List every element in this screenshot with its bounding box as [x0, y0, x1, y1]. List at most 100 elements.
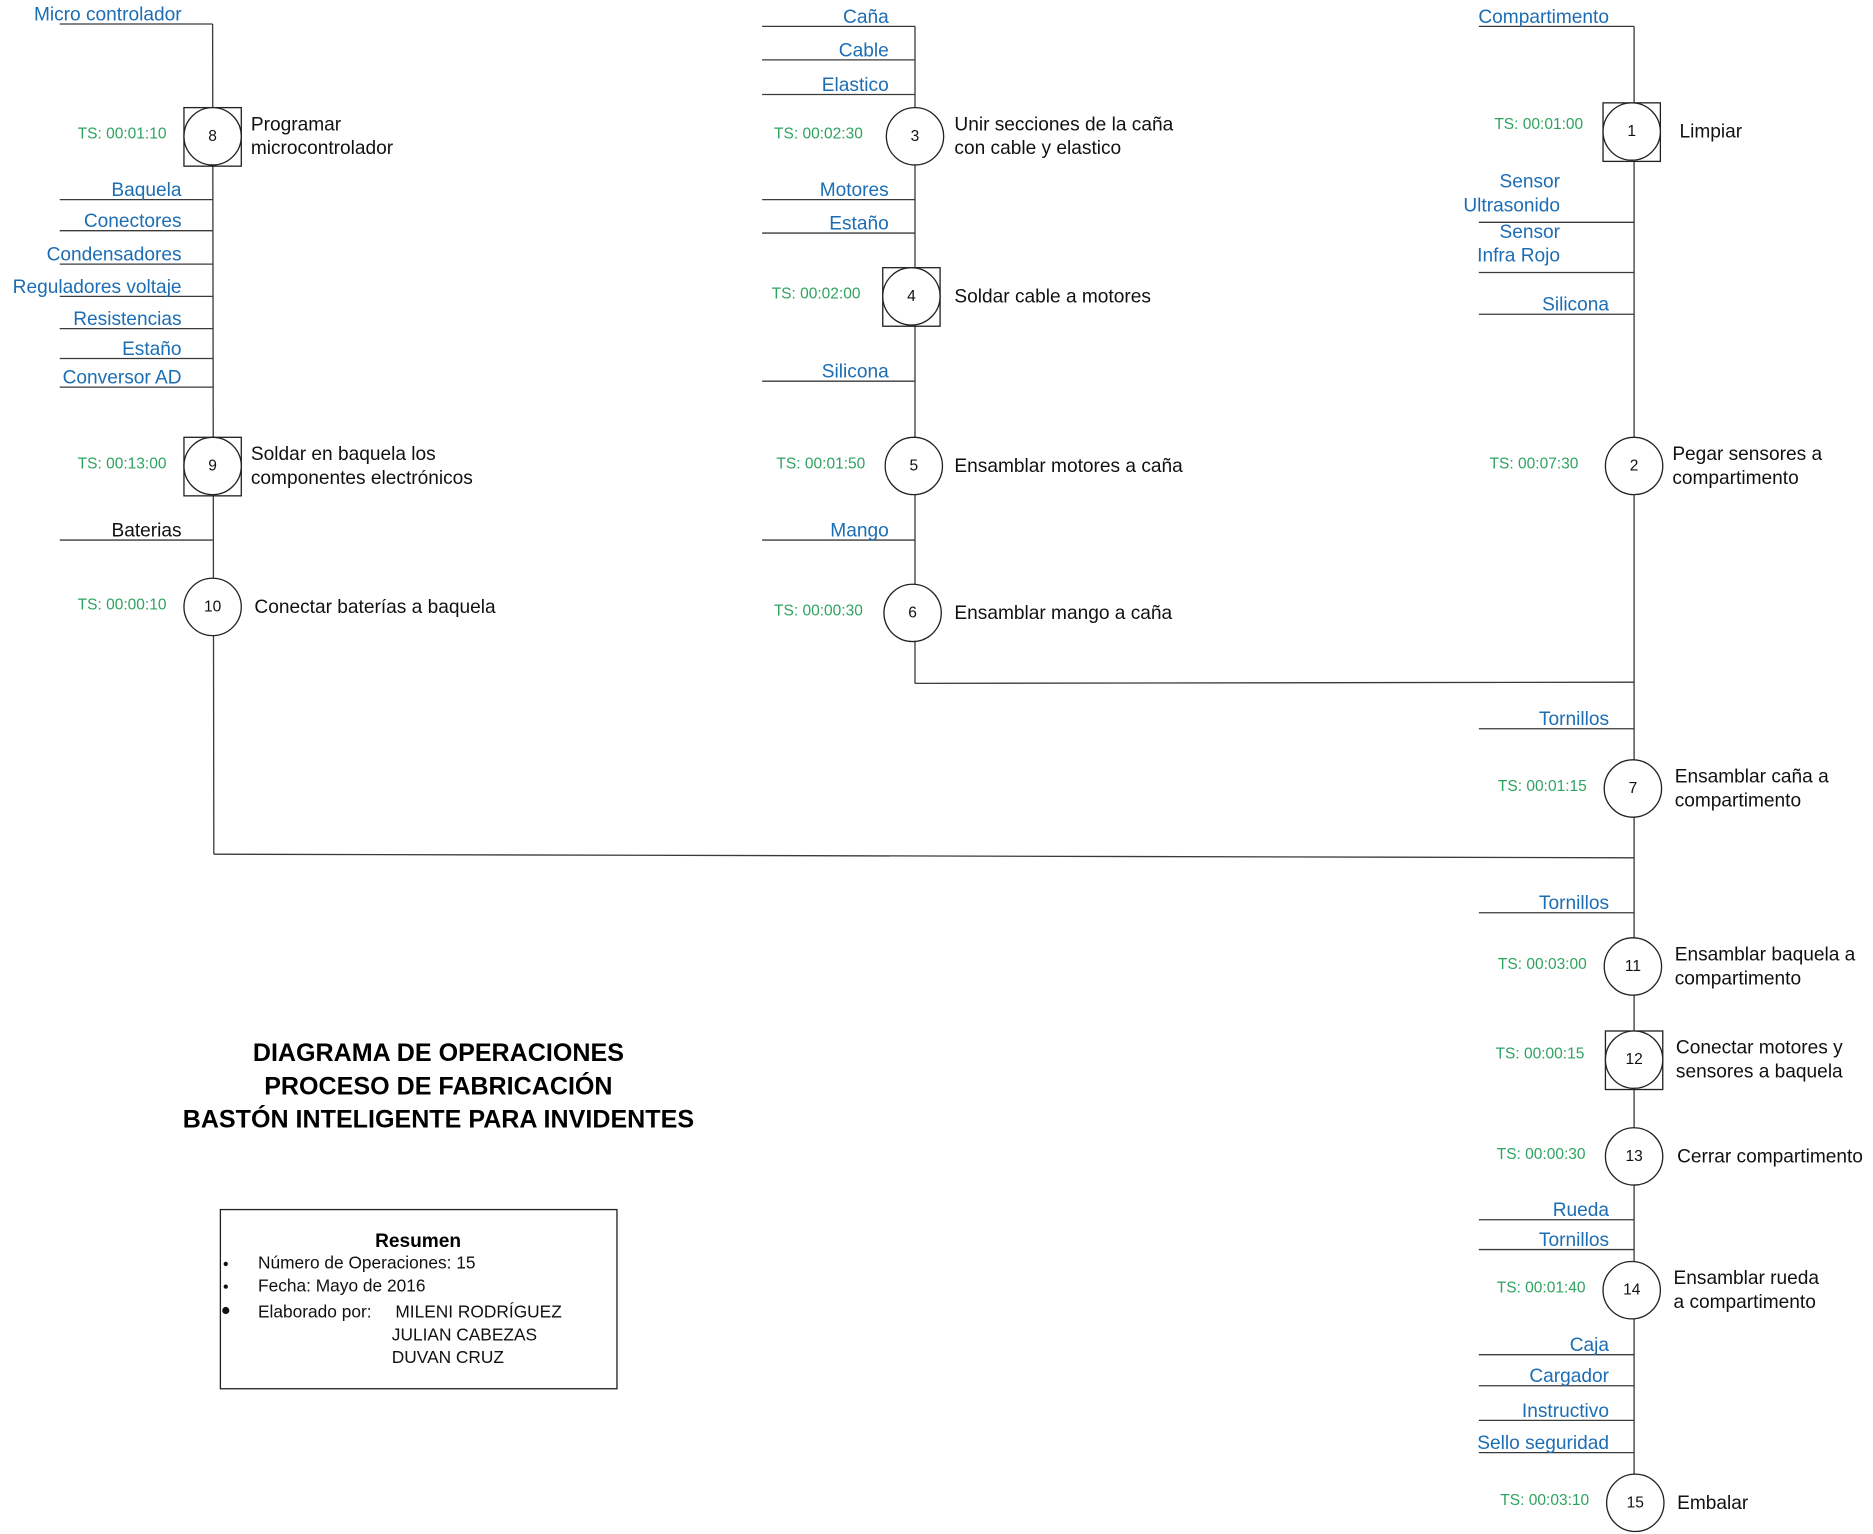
material-input: Resistencias	[59, 309, 213, 330]
operation-9: 9 TS: 00:13:00 Soldar en baquela los compon…	[78, 436, 473, 497]
operation-number: 8	[208, 128, 217, 145]
operation-time: TS: 00:00:15	[1496, 1045, 1585, 1062]
operation-label: Conectar motores y	[1676, 1038, 1843, 1059]
operation-label: con cable y elastico	[954, 138, 1121, 159]
operation-number: 4	[907, 288, 916, 305]
operation-3: 3 TS: 00:02:30 Unir secciones de la caña co…	[774, 106, 1174, 166]
material-input: Condensadores	[47, 245, 213, 266]
material-label: Motores	[820, 180, 889, 201]
material-label: Tornillos	[1539, 709, 1609, 730]
operation-time: TS: 00:01:00	[1494, 116, 1583, 133]
material-input: Caña	[762, 7, 915, 28]
operation-number: 15	[1627, 1494, 1644, 1511]
operation-label: compartimento	[1675, 790, 1801, 811]
material-label: Sello seguridad	[1477, 1433, 1609, 1454]
material-input: Baquela	[59, 180, 213, 201]
operation-number: 2	[1630, 457, 1639, 474]
operation-label: Soldar en baquela los	[251, 444, 436, 465]
bullet-icon	[222, 1306, 230, 1315]
operation-number: 3	[911, 128, 920, 145]
operation-circle-icon	[183, 106, 242, 166]
operation-number: 13	[1625, 1148, 1642, 1165]
material-label: Conectores	[84, 211, 182, 232]
material-input: Conversor AD	[59, 368, 213, 389]
material-input: Tornillos	[1478, 709, 1635, 730]
operation-time: TS: 00:00:30	[1497, 1146, 1586, 1163]
material-label: Estaño	[122, 339, 182, 360]
operation-circle-icon	[1605, 1473, 1665, 1533]
material-label: Silicona	[822, 362, 889, 383]
operation-number: 9	[208, 457, 217, 474]
operation-time: TS: 00:02:30	[774, 126, 863, 143]
operation-time: TS: 00:01:15	[1498, 778, 1587, 795]
material-input: Mango	[762, 520, 915, 541]
summary-date: Fecha: Mayo de 2016	[258, 1275, 425, 1295]
material-input: Tornillos	[1478, 1230, 1635, 1251]
operation-circle-icon	[1602, 102, 1662, 161]
operation-number: 7	[1629, 780, 1638, 797]
connector-electronics-to-main	[213, 853, 1635, 859]
operation-label: Programar	[251, 114, 342, 135]
operation-circle-icon	[1604, 1030, 1664, 1089]
title-line-1: DIAGRAMA DE OPERACIONES	[253, 1039, 624, 1067]
material-label: Micro controlador	[34, 4, 182, 25]
operation-time: TS: 00:02:00	[772, 286, 861, 303]
summary-heading: Resumen	[375, 1231, 461, 1252]
operation-label: sensores a baquela	[1676, 1062, 1843, 1083]
operation-label: Unir secciones de la caña	[954, 114, 1173, 135]
material-label: Estaño	[829, 213, 888, 234]
operation-label: Limpiar	[1679, 121, 1742, 142]
operations: 1 TS: 00:01:00 Limpiar 2 TS: 00:07:30 Pegar s…	[78, 102, 1863, 1533]
operation-time: TS: 00:07:30	[1490, 455, 1579, 472]
title-line-3: BASTÓN INTELIGENTE PARA INVIDENTES	[183, 1104, 694, 1134]
operation-time: TS: 00:01:50	[776, 455, 865, 472]
material-input: Cable	[762, 40, 915, 61]
operation-label: Ensamblar caña a	[1675, 767, 1829, 788]
operation-label: Ensamblar baquela a	[1675, 945, 1856, 966]
operation-number: 1	[1627, 123, 1636, 140]
material-input: Estaño	[59, 339, 213, 360]
material-label: Infra Rojo	[1477, 246, 1560, 267]
operation-number: 10	[204, 598, 222, 615]
material-input: Compartimento	[1478, 7, 1635, 28]
material-label: Caña	[843, 7, 889, 28]
material-label: Baquela	[111, 180, 182, 201]
operation-time: TS: 00:03:10	[1500, 1492, 1589, 1509]
operation-circle-icon	[882, 267, 941, 326]
operation-circle-icon	[1604, 1127, 1664, 1186]
material-input: Motores	[762, 180, 915, 201]
summary-box: Resumen Número de Operaciones: 15 Fecha:…	[219, 1208, 618, 1390]
material-input: Sello seguridad	[1477, 1433, 1635, 1454]
material-label: Sensor	[1499, 222, 1560, 243]
operation-label: a compartimento	[1674, 1292, 1816, 1313]
operation-label: Pegar sensores a	[1672, 444, 1822, 465]
operation-time: TS: 00:03:00	[1498, 956, 1587, 973]
operation-1: 1 TS: 00:01:00 Limpiar	[1494, 102, 1743, 163]
material-input: Silicona	[1478, 295, 1635, 316]
operation-label: Conectar baterías a baquela	[254, 597, 496, 618]
material-label: Sensor	[1499, 172, 1560, 193]
material-label: Silicona	[1542, 295, 1609, 316]
operation-number: 5	[909, 457, 918, 474]
material-input: Conectores	[59, 211, 213, 232]
operation-number: 14	[1623, 1282, 1641, 1299]
bullet-icon	[223, 1284, 228, 1289]
operation-time: TS: 00:13:00	[78, 455, 167, 472]
material-label: Caja	[1570, 1335, 1610, 1356]
material-input: Caja	[1478, 1335, 1635, 1356]
operation-label: componentes electrónicos	[251, 468, 473, 489]
material-input: Estaño	[762, 213, 915, 234]
material-label: Tornillos	[1539, 1230, 1609, 1251]
material-label: Cable	[839, 40, 889, 61]
material-input: Baterias	[59, 520, 213, 541]
material-label: Ultrasonido	[1463, 196, 1560, 217]
